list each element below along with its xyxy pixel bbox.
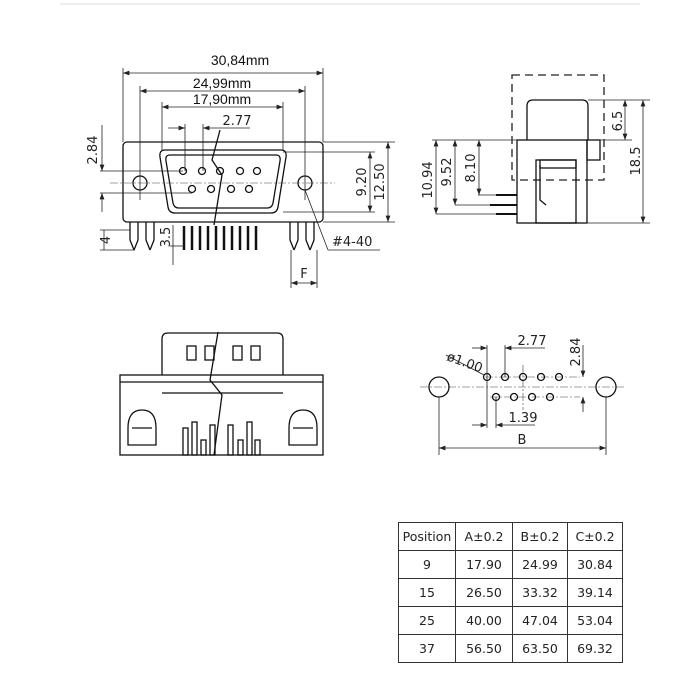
row-offset-label: 2.84 [86,136,101,165]
leg-right [289,222,315,251]
cell-c: 39.14 [567,578,623,607]
cell-position: 15 [398,578,456,607]
stagger-label: 1.39 [509,411,538,426]
thread-label: #4-40 [332,235,372,250]
fp-pitch-label: 2.77 [518,334,547,349]
bottom-view [119,331,324,456]
header-b: B±0.2 [512,522,568,551]
header-a: A±0.2 [455,522,513,551]
shell-width-label: 17,90mm [193,91,251,107]
shell-inner [165,154,281,209]
cell-b: 33.32 [512,578,568,607]
header-c: C±0.2 [567,522,623,551]
body-height-label: 12.50 [373,163,388,200]
dim-8-10-label: 8.10 [464,154,479,183]
cell-b: 63.50 [512,634,568,663]
cell-a: 56.50 [455,634,513,663]
table-row: 37 56.50 63.50 69.32 [398,634,623,663]
pin-length-label: 3.5 [159,227,174,248]
cell-a: 17.90 [455,550,513,579]
cell-a: 26.50 [455,578,513,607]
shell-depth-label: 6.5 [611,111,626,132]
pins-bottom-row [187,184,254,194]
cell-b: 24.99 [512,550,568,579]
overall-width-label: 30,84mm [211,52,269,68]
front-view: 30,84mm 24,99mm 17,90mm 2.77 2.84 9.20 1… [86,52,395,288]
cell-a: 40.00 [455,606,513,635]
break-line [211,129,223,226]
cell-c: 53.04 [567,606,623,635]
table-header-row: Position A±0.2 B±0.2 C±0.2 [398,522,623,551]
cell-b: 47.04 [512,606,568,635]
cell-c: 30.84 [567,550,623,579]
shell-height-label: 9.20 [355,168,370,197]
leg-left [129,222,155,251]
flange [122,141,324,223]
table-row: 9 17.90 24.99 30.84 [398,550,623,579]
total-depth-label: 18.5 [629,147,644,176]
dim-10-94-label: 10.94 [421,161,436,198]
dimension-table: Position A±0.2 B±0.2 C±0.2 9 17.90 24.99… [398,522,623,663]
table-row: 15 26.50 33.32 39.14 [398,578,623,607]
cell-c: 69.32 [567,634,623,663]
b-label: B [518,433,527,448]
cell-position: 25 [398,606,456,635]
solder-pins [182,226,258,250]
cell-position: 9 [398,550,456,579]
header-position: Position [398,522,456,551]
dim-9-52-label: 9.52 [440,158,455,187]
f-label: F [300,267,307,282]
hole-pitch-label: 24,99mm [193,75,251,91]
shell-outer [159,149,287,214]
leg-length-label: 4 [99,236,114,244]
side-view: 6.5 18.5 10.94 9.52 8.10 [421,74,650,224]
pcb-footprint: ø1.00 2.77 2.84 1.39 B [420,334,625,455]
cell-position: 37 [398,634,456,663]
fp-row-offset-label: 2.84 [569,338,584,367]
hole-diameter-label: ø1.00 [445,350,485,377]
pin-pitch-label: 2.77 [223,114,252,129]
table-row: 25 40.00 47.04 53.04 [398,606,623,635]
